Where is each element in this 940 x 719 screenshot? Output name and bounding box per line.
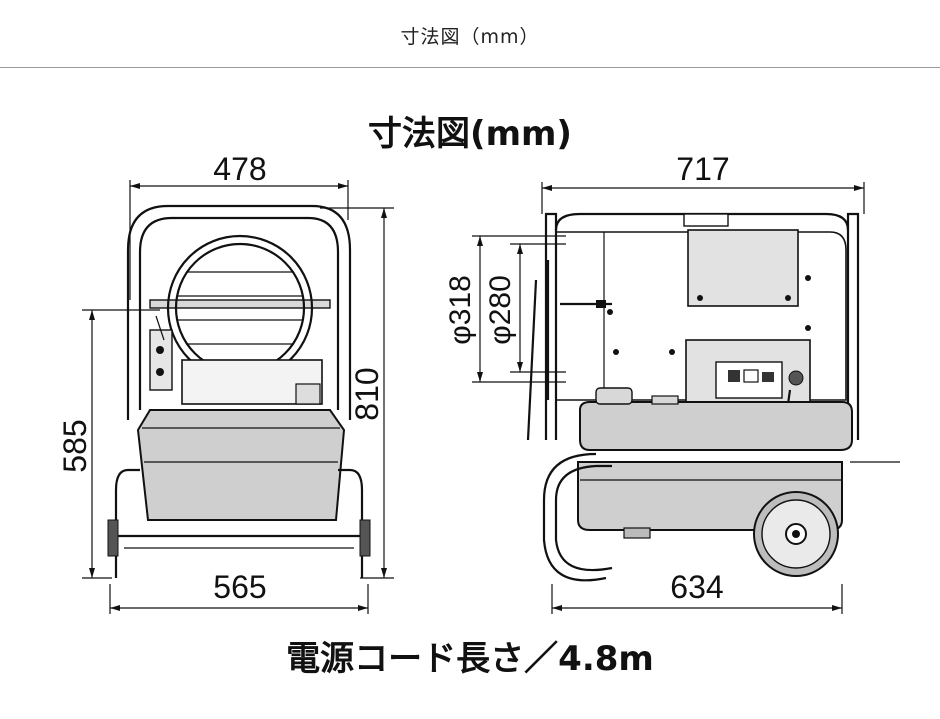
dim-side-top-width: 717 <box>676 151 729 187</box>
front-view: 478 585 810 <box>57 151 394 614</box>
dim-front-bottom-width: 565 <box>213 569 266 605</box>
dim-front-top-width: 478 <box>213 151 266 187</box>
power-cord-length-note: 電源コード長さ／4.8m <box>286 639 654 679</box>
dim-front-height-585: 585 <box>57 419 93 472</box>
side-view: 717 φ318 φ280 <box>444 151 900 614</box>
page-header: 寸法図（mm） <box>0 0 940 68</box>
dim-side-bottom-width: 634 <box>670 569 723 605</box>
drawing-title: 寸法図(mm) <box>368 114 572 154</box>
dim-outlet-inner-diameter: φ280 <box>484 275 517 345</box>
header-title: 寸法図（mm） <box>400 26 540 48</box>
dim-front-height-810: 810 <box>349 367 385 420</box>
dim-outlet-outer-diameter: φ318 <box>444 275 477 345</box>
